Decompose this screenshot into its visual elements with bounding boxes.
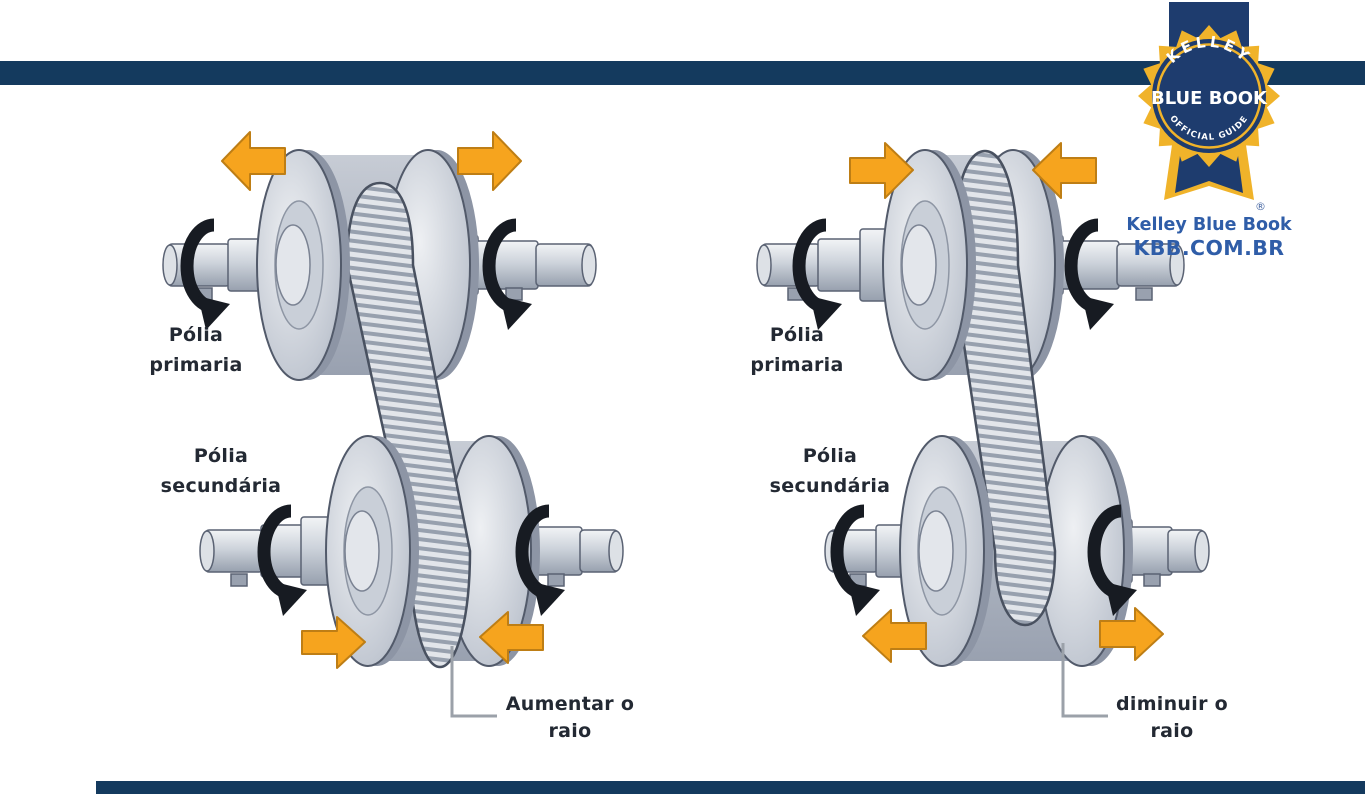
badge-circle xyxy=(1152,39,1266,153)
direction-arrow-icons-right xyxy=(849,142,1164,663)
right-diagram xyxy=(756,142,1210,718)
label-line: Pólia xyxy=(168,324,224,346)
caption-line: raio xyxy=(548,720,592,742)
arrow-right-icon xyxy=(1099,607,1164,661)
arrow-left-icon xyxy=(862,609,927,663)
direction-arrow-icons-left xyxy=(221,131,544,669)
arrow-left-icon xyxy=(479,611,544,664)
label-line: Pólia xyxy=(802,445,858,467)
badge-center-text: BLUE BOOK xyxy=(1151,88,1268,109)
kbb-badge: KELLEY BLUE BOOK OFFICIAL GUIDE ® xyxy=(1138,2,1280,213)
label-line: primaria xyxy=(750,354,844,376)
arrow-left-icon xyxy=(1032,142,1097,199)
label-line: secundária xyxy=(769,475,891,497)
arrow-left-icon xyxy=(221,131,286,191)
right-caption-connector xyxy=(1061,643,1108,718)
left-secondary-front-sheave xyxy=(325,435,419,667)
left-primary-front-sheave xyxy=(256,149,350,381)
right-primary-shaft xyxy=(756,228,1185,302)
left-belt xyxy=(345,181,472,669)
label-line: secundária xyxy=(160,475,282,497)
right-secondary-pulley-label: Pólia secundária xyxy=(745,441,915,501)
label-line: Pólia xyxy=(769,324,825,346)
left-secondary-rear-sheave xyxy=(446,435,540,667)
rotation-arrow-heads xyxy=(198,296,565,616)
bottom-navy-bar xyxy=(96,781,1365,794)
right-belt xyxy=(950,149,1057,627)
left-caption-increase-radius: Aumentar o raio xyxy=(478,691,662,745)
brand-site-url: KBB.COM.BR xyxy=(1133,236,1285,260)
left-diagram xyxy=(162,131,624,718)
label-line: Pólia xyxy=(193,445,249,467)
left-primary-pulley-label: Pólia primaria xyxy=(111,320,281,380)
label-line: primaria xyxy=(149,354,243,376)
badge-ribbon-tails-navy xyxy=(1175,148,1243,193)
arrow-right-icon xyxy=(457,131,522,191)
rotation-arrow-heads xyxy=(810,296,1137,616)
top-navy-bar xyxy=(0,61,1365,85)
caption-line: raio xyxy=(1150,720,1194,742)
arrow-right-icon xyxy=(849,142,914,199)
registered-mark: ® xyxy=(1255,200,1266,213)
right-secondary-front-sheave xyxy=(899,435,993,667)
caption-line: diminuir o xyxy=(1115,693,1229,715)
brand-name: Kelley Blue Book xyxy=(1126,215,1292,235)
right-primary-front-sheave xyxy=(882,149,976,381)
left-secondary-pulley-label: Pólia secundária xyxy=(136,441,306,501)
badge-inner-ring xyxy=(1156,43,1262,149)
left-caption-connector xyxy=(450,646,497,718)
right-caption-decrease-radius: diminuir o raio xyxy=(1080,691,1264,745)
arrow-right-icon xyxy=(301,616,366,669)
caption-line: Aumentar o xyxy=(505,693,635,715)
right-primary-pulley-label: Pólia primaria xyxy=(712,320,882,380)
